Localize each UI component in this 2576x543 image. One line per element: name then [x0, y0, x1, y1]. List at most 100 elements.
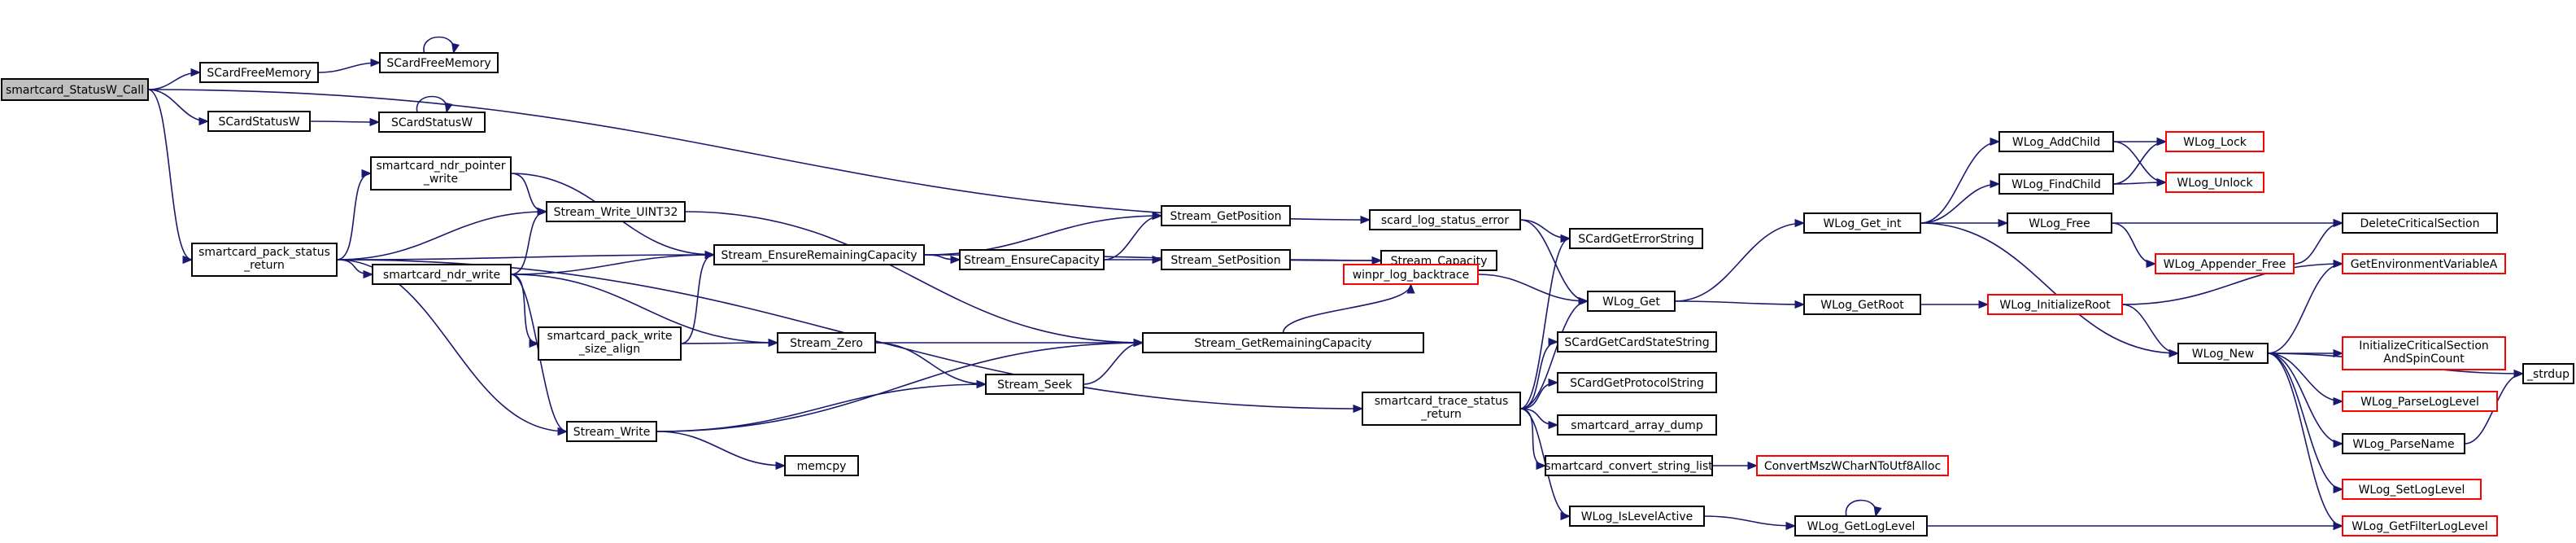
node-label: winpr_log_backtrace	[1353, 269, 1470, 282]
edge-ndr-pointer-to-write-uint32	[510, 173, 548, 217]
node-box	[2155, 253, 2295, 274]
node-get-root[interactable]: WLog_GetRoot	[1803, 294, 1921, 315]
node-set-level[interactable]: WLog_SetLogLevel	[2342, 479, 2482, 500]
node-label: WLog_New	[2192, 348, 2254, 361]
edge-set-position-to-capacity	[1289, 256, 1383, 265]
node-box	[2165, 131, 2264, 152]
node-get-level[interactable]: WLog_GetLogLevel	[1794, 515, 1928, 536]
node-wlog-lock[interactable]: WLog_Lock	[2165, 131, 2264, 152]
node-box	[1362, 392, 1521, 426]
node-pack-status[interactable]: smartcard_pack_status_return	[191, 243, 338, 277]
node-get-int[interactable]: WLog_Get_int	[1803, 212, 1921, 234]
edge-find-child-to-wlog-unlock	[2112, 177, 2168, 187]
node-box	[1998, 131, 2114, 152]
node-find-child[interactable]: WLog_FindChild	[1998, 173, 2114, 195]
node-box	[2522, 363, 2574, 384]
node-ndr-write[interactable]: smartcard_ndr_write	[372, 264, 512, 285]
node-get-position[interactable]: Stream_GetPosition	[1161, 205, 1291, 226]
node-box	[2342, 336, 2506, 370]
node-label-line: smartcard_pack_write	[547, 330, 673, 343]
node-scardstatusw[interactable]: SCardStatusW	[378, 112, 486, 133]
node-parse-name[interactable]: WLog_ParseName	[2342, 433, 2465, 454]
node-conv-str[interactable]: smartcard_convert_string_list	[1545, 455, 1713, 476]
node-trace-status[interactable]: smartcard_trace_status_return	[1362, 392, 1521, 426]
node-label-line: _return	[243, 259, 285, 272]
node-stream-zero[interactable]: Stream_Zero	[777, 332, 876, 353]
node-conv-msz[interactable]: ConvertMszWCharNToUtf8Alloc	[1756, 455, 1949, 476]
node-label: SCardGetCardStateString	[1564, 336, 1709, 349]
node-box	[784, 455, 859, 476]
edge-get-int-to-add-child	[1920, 137, 2001, 224]
node-box	[1142, 332, 1424, 353]
node-box	[1557, 372, 1717, 393]
node-box	[1803, 294, 1921, 315]
node-label: Stream_Zero	[790, 337, 863, 350]
edge-stream-write-to-get-rem	[656, 338, 1144, 432]
node-scard-log[interactable]: scard_log_status_error	[1369, 209, 1521, 230]
node-stream-write[interactable]: Stream_Write	[566, 421, 657, 442]
node-scardfreememory[interactable]: SCardFreeMemory	[379, 52, 499, 73]
node-get-error-str[interactable]: SCardGetErrorString	[1569, 228, 1703, 249]
node-box	[1, 78, 149, 101]
node-label: WLog_FindChild	[2012, 178, 2101, 191]
edge-pack-status-to-stream-write	[336, 259, 569, 436]
node-strdup[interactable]: _strdup	[2522, 363, 2574, 384]
edge-find-child-to-wlog-lock	[2112, 137, 2168, 185]
node-add-child[interactable]: WLog_AddChild	[1998, 131, 2114, 152]
node-ndr-pointer[interactable]: smartcard_ndr_pointer_write	[370, 156, 512, 190]
node-label: WLog_Unlock	[2177, 177, 2253, 190]
node-wlog-new[interactable]: WLog_New	[2177, 343, 2269, 364]
node-scardstatusw-w[interactable]: SCardStatusW	[207, 111, 311, 132]
node-filter-level[interactable]: WLog_GetFilterLogLevel	[2342, 515, 2498, 536]
node-label: WLog_ParseName	[2352, 438, 2454, 451]
edge-trace-status-to-conv-str	[1519, 408, 1547, 471]
edge-get-int-to-wlog-new	[1920, 222, 2180, 358]
node-protocol-str[interactable]: SCardGetProtocolString	[1557, 372, 1717, 393]
node-wlog-unlock[interactable]: WLog_Unlock	[2165, 172, 2264, 193]
node-label: DeleteCriticalSection	[2360, 217, 2480, 230]
node-label: Stream_SetPosition	[1170, 254, 1280, 267]
node-wlog-get[interactable]: WLog_Get	[1587, 291, 1676, 312]
node-label: smartcard_convert_string_list	[1545, 460, 1713, 473]
edge-trace-status-to-array-dump	[1519, 408, 1559, 430]
node-set-position[interactable]: Stream_SetPosition	[1161, 249, 1291, 270]
node-stream-seek[interactable]: Stream_Seek	[985, 374, 1084, 395]
node-label-line: smartcard_ndr_pointer	[376, 160, 505, 173]
node-get-rem[interactable]: Stream_GetRemainingCapacity	[1142, 332, 1424, 353]
node-get-env[interactable]: GetEnvironmentVariableA	[2342, 253, 2506, 274]
node-box	[777, 332, 876, 353]
node-card-state[interactable]: SCardGetCardStateString	[1557, 331, 1717, 353]
node-box	[199, 62, 319, 83]
node-pack-write-size[interactable]: smartcard_pack_write_size_align	[538, 326, 682, 361]
node-box	[1557, 414, 1717, 436]
node-is-level[interactable]: WLog_IsLevelActive	[1569, 506, 1705, 527]
node-memcpy[interactable]: memcpy	[784, 455, 859, 476]
node-label-line: InitializeCriticalSection	[2359, 339, 2489, 353]
node-root[interactable]: smartcard_StatusW_Call	[1, 78, 149, 101]
node-box	[2342, 212, 2498, 234]
node-init-root[interactable]: WLog_InitializeRoot	[1987, 294, 2123, 315]
node-box	[1369, 209, 1521, 230]
node-appender-free[interactable]: WLog_Appender_Free	[2155, 253, 2295, 274]
node-parse-level[interactable]: WLog_ParseLogLevel	[2342, 391, 2498, 412]
node-winpr-bt[interactable]: winpr_log_backtrace	[1343, 264, 1479, 285]
node-array-dump[interactable]: smartcard_array_dump	[1557, 414, 1717, 436]
edge-pack-status-to-write-uint32	[336, 207, 548, 261]
node-ensure-cap[interactable]: Stream_EnsureCapacity	[959, 249, 1105, 270]
node-ensure-rem[interactable]: Stream_EnsureRemainingCapacity	[713, 244, 925, 265]
edge-root-to-scardstatusw-w	[147, 89, 210, 126]
edge-trace-status-to-wlog-get	[1519, 296, 1589, 409]
edge-root-to-scard-log	[147, 89, 1371, 225]
node-box	[1987, 294, 2123, 315]
edge-get-rem-to-winpr-bt	[1282, 282, 1415, 334]
node-del-cs[interactable]: DeleteCriticalSection	[2342, 212, 2498, 234]
node-scardfreememory-w[interactable]: SCardFreeMemory	[199, 62, 319, 83]
node-label: smartcard_ndr_pointer_write	[376, 160, 505, 186]
node-box	[1587, 291, 1676, 312]
edge-scardfreememory-to-scardfreememory	[423, 36, 460, 55]
node-wlog-free[interactable]: WLog_Free	[2007, 212, 2112, 234]
node-write-uint32[interactable]: Stream_Write_UINT32	[546, 201, 686, 222]
node-box	[1343, 264, 1479, 285]
